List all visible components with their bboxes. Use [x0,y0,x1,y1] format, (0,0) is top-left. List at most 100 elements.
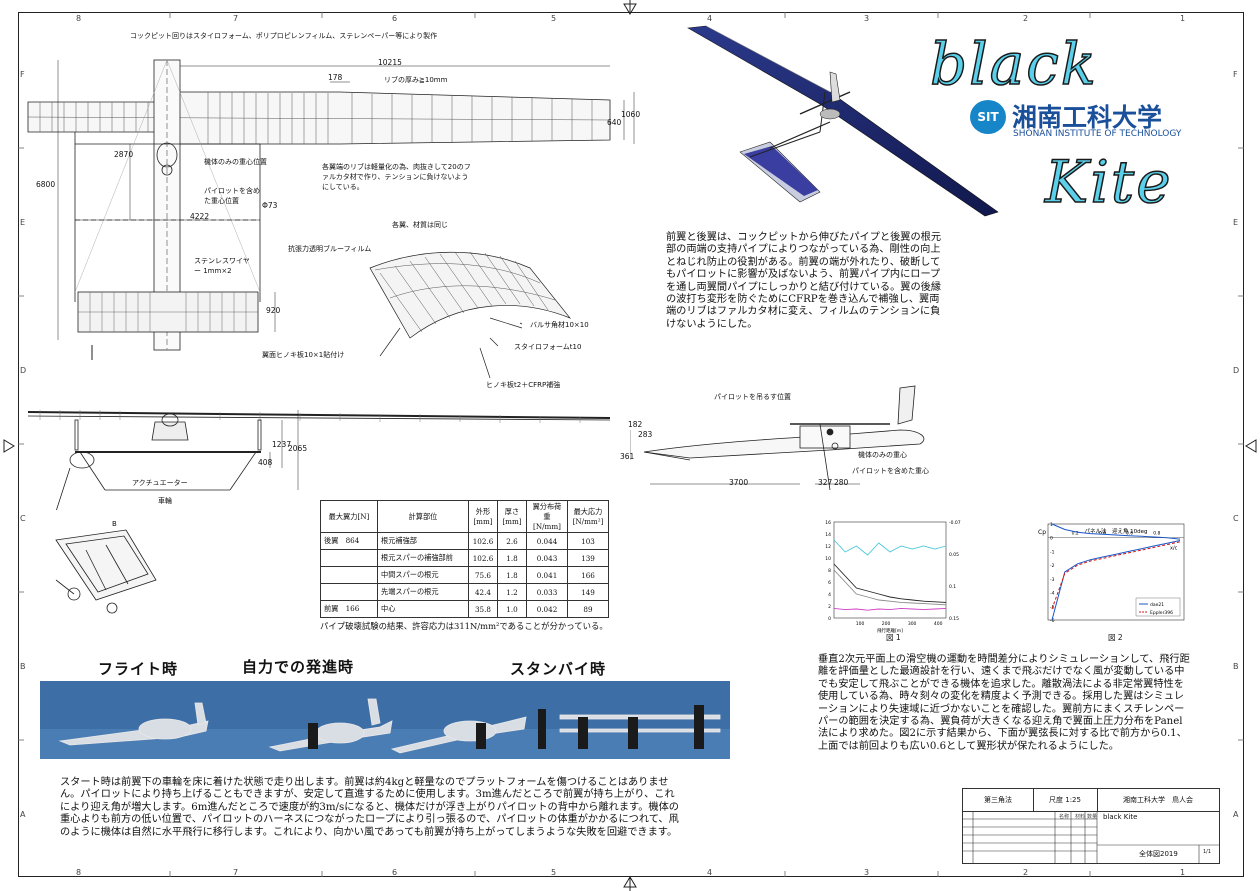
table-header: 外形 [mm] [468,500,498,533]
side-cg-pilot-label: パイロットを含めた重心 [852,467,929,475]
table-cell: 139 [567,549,609,567]
wing-structure-detail [369,251,572,379]
dim-327: 327 [818,478,833,487]
side-tick: C [1233,514,1239,523]
bottom-tick: 7 [233,868,239,877]
titleblock-name-label: 名称 [1059,814,1070,820]
side-tick: F [20,70,25,79]
x-axis-label: x/c [1170,546,1178,552]
table-cell: 0.041 [526,566,568,584]
bottom-tick: 3 [864,868,870,877]
table-cell: 前翼 166 [320,600,378,618]
table-cell: 中間スパーの根元 [377,566,469,584]
series-line [833,539,947,556]
y-tick-label: -2 [1050,563,1055,569]
dim-phi73: Φ73 [262,201,278,210]
structure-description: 前翼と後翼は、コックピットから伸びたパイプと後翼の根元部の両端の支持パイプにより… [666,232,942,330]
y-tick-label: 10 [825,556,831,562]
figure-2-caption: 図 2 [1108,633,1123,642]
table-row: 後翼 864 根元補強部 102.6 2.6 0.044 103 [320,532,609,550]
dim-361: 361 [620,452,635,461]
table-cell: 0.044 [526,532,568,550]
table-header: 最大翼力[N] [320,500,378,533]
scale-box: 尺度 1:25 [1033,789,1098,812]
series-line [1051,541,1181,610]
x-tick-label: 0.2 [1072,531,1079,537]
table-cell: 0.033 [526,583,568,601]
dim-1237: 1237 [272,440,292,449]
bottom-tick: 4 [707,868,713,877]
simulation-description: 垂直2次元平面上の滑空機の運動を時間差分によりシミュレーションして、飛行距離を評… [818,654,1190,752]
top-tick: 8 [76,14,82,23]
dim-6800: 6800 [36,180,56,189]
table-cell: 1.8 [497,566,527,584]
hinoki-cfrp-label: ヒノキ板t2＋CFRP補強 [486,381,561,389]
table-cell: 後翼 864 [320,532,378,550]
logo-black: black [929,29,1098,99]
dim-283: 283 [638,430,653,439]
bottom-tick: 1 [1180,868,1186,877]
top-tick: 5 [551,14,557,23]
table-cell: 89 [567,600,609,618]
y-tick-label: -4 [1050,591,1055,597]
y-tick-label: 16 [825,520,831,526]
x-axis-label: 飛行距離[m] [877,627,903,634]
y-tick-label: 6 [828,580,831,586]
cg-pilot-label: パイロットを含めた重心位置 [204,187,260,205]
scale-value: 1:25 [1065,796,1081,804]
logo-kite: Kite [1044,147,1173,217]
x-tick-label: 100 [856,621,865,627]
side-tick: D [1233,366,1240,375]
y-tick-label: 4 [828,592,831,598]
styrofoam-label: スタイロフォームt10 [514,343,582,351]
plot-area [1047,523,1185,621]
y-tick-label: -3 [1050,577,1055,583]
stress-table-container: 最大翼力[N] 計算部位 外形 [mm] 厚さ [mm] 翼分布荷重 [N/mm… [320,500,609,632]
actuator-label: アクチュエーター [132,479,188,487]
phase-standby-label: スタンバイ時 [510,660,607,678]
suspension-point-label: パイロットを吊るす位置 [714,393,791,401]
table-cell: 0.042 [526,600,568,618]
titleblock-material-label: 材料 [1075,814,1086,820]
university-name-en: SHONAN INSTITUTE OF TECHNOLOGY [1013,129,1182,139]
balsa-label: バルサ角材10×10 [530,321,589,329]
y-tick-label: 2 [828,604,831,610]
dim-3700: 3700 [729,478,749,487]
side-cg-plane-label: 機体のみの重心 [858,451,907,459]
legend-label: dae21 [1150,602,1164,608]
bottom-tick: 5 [551,868,557,877]
phase-launch-label: 自力での発進時 [242,658,355,676]
x-tick-label: 300 [908,621,917,627]
table-cell [320,583,378,601]
front-view-drawing [27,410,611,510]
top-tick: 4 [707,14,713,23]
table-row: 前翼 166 中心 35.8 1.0 0.042 89 [320,600,609,618]
top-tick: 6 [392,14,398,23]
table-cell: 103 [567,532,609,550]
page-number: 1/1 [1203,849,1212,855]
stress-table: 最大翼力[N] 計算部位 外形 [mm] 厚さ [mm] 翼分布荷重 [N/mm… [320,500,609,618]
plan-note-top: コックピット回りはスタイロフォーム、ポリプロピレンフィルム、ステレンペーパー等に… [130,32,438,40]
table-cell [320,549,378,567]
table-row: 根元スパーの補強部前 102.6 1.8 0.043 139 [320,549,609,567]
table-cell [320,566,378,584]
x-tick-label: 200 [882,621,891,627]
side-tick: E [20,218,26,227]
wire-label: ステンレスワイヤー 1mm×2 [194,257,250,275]
y-tick-label: 0 [828,616,831,622]
table-cell: 根元スパーの補強部前 [377,549,469,567]
series-line [1051,523,1181,540]
table-cell: 2.6 [497,532,527,550]
start-description: スタート時は前翼下の車輪を床に着けた状態で走り出します。前翼は約4kgと軽量なの… [60,777,679,838]
titleblock-qty-label: 数量 [1087,814,1098,820]
dim-4222: 4222 [190,212,210,221]
side-tick: F [1233,70,1238,79]
table-cell: 166 [567,566,609,584]
y-tick-label: -1 [1050,549,1055,555]
y2-tick-label: 0.1 [949,584,956,590]
side-tick: A [20,810,26,819]
y2-tick-label: 0.15 [949,616,959,622]
phase-flight-label: フライト時 [98,660,179,678]
x-tick-label: 0.8 [1153,531,1160,537]
